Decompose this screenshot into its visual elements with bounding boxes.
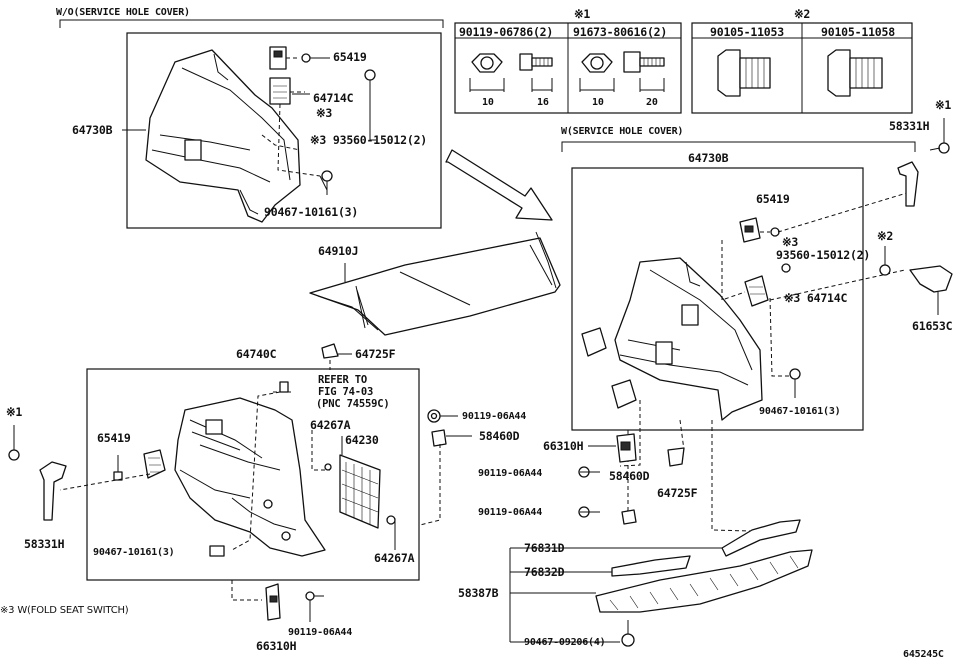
label-64267A-bottom: 64267A <box>374 551 415 565</box>
inset-box-w-service-hole <box>571 167 864 431</box>
scuff-plate-76831D <box>721 519 801 557</box>
clip-58460D-mid <box>431 429 447 447</box>
label-mark1-right: ※1 <box>935 98 952 112</box>
label-58460D-mid: 58460D <box>479 429 520 443</box>
clip-64725F-top <box>321 343 339 359</box>
label-64725F-low: 64725F <box>657 486 698 500</box>
clip-65419-right <box>739 217 780 243</box>
label-65419-left: 65419 <box>97 431 131 445</box>
label-76831D: 76831D <box>524 541 565 555</box>
bracket-61653C <box>879 246 953 315</box>
label-fold-seat-note: ※3 W(FOLD SEAT SWITCH) <box>0 605 129 616</box>
bolt-90105-11053 <box>717 49 771 97</box>
label-mark2-right: ※2 <box>877 229 894 243</box>
screw-90467-top <box>321 170 333 195</box>
bracket-64714C-right <box>744 263 791 307</box>
bracket-64714C-top <box>269 69 376 140</box>
label-64910J: 64910J <box>318 244 359 258</box>
inset-bracket-w-service-hole <box>561 141 916 152</box>
screw-90467-right <box>789 368 801 398</box>
label-mark1-header: ※1 <box>574 7 591 21</box>
nut-90119-06786 <box>469 53 553 92</box>
label-90105-11053: 90105-11053 <box>710 25 784 39</box>
label-65419-right: 65419 <box>756 192 790 206</box>
label-58460D-low: 58460D <box>609 469 650 483</box>
nut-90119-mid <box>427 409 441 423</box>
label-76832D: 76832D <box>524 565 565 579</box>
label-mark3-right: ※3 <box>782 235 799 249</box>
quarter-trim-panel-64730B-right <box>614 257 763 421</box>
clip-64725F-low <box>667 447 685 467</box>
inset-bracket-wo-service-hole <box>59 19 444 28</box>
dim-10-b: 10 <box>592 97 604 108</box>
bolt-91673-80616 <box>579 51 665 92</box>
label-64730B-left: 64730B <box>72 123 113 137</box>
label-93560-top: ※3 93560-15012(2) <box>310 133 428 147</box>
label-figure-code: 645245C <box>903 649 944 660</box>
label-90105-11058: 90105-11058 <box>821 25 895 39</box>
bracket-58331H-right <box>897 118 950 207</box>
label-65419-top: 65419 <box>333 50 367 64</box>
label-90467-right: 90467-10161(3) <box>759 406 841 417</box>
label-64730B-right: 64730B <box>688 151 729 165</box>
label-mark2-header: ※2 <box>794 7 811 21</box>
bolt-90105-11058 <box>827 49 883 97</box>
label-90467-top: 90467-10161(3) <box>264 205 359 219</box>
label-90119-06786: 90119-06786(2) <box>459 25 554 39</box>
label-90119-mid: 90119-06A44 <box>462 411 527 422</box>
label-66310H-bottom: 66310H <box>256 639 297 653</box>
label-wo-service-hole: W/O(SERVICE HOLE COVER) <box>56 7 190 18</box>
label-91673-80616: 91673-80616(2) <box>573 25 668 39</box>
label-66310H-mid: 66310H <box>543 439 584 453</box>
label-90119-a: 90119-06A44 <box>478 468 543 479</box>
label-58387B: 58387B <box>458 586 499 600</box>
label-64740C: 64740C <box>236 347 277 361</box>
net-64230 <box>339 454 381 529</box>
label-64725F-top: 64725F <box>355 347 396 361</box>
clip-65419-left <box>113 449 166 481</box>
label-refer-pnc: (PNC 74559C) <box>316 398 390 410</box>
label-90119-bottom: 90119-06A44 <box>288 627 353 638</box>
label-58331H-right: 58331H <box>889 119 930 133</box>
label-refer-to: REFER TO <box>318 374 367 386</box>
label-refer-fig: FIG 74-03 <box>318 386 374 398</box>
label-90119-b: 90119-06A44 <box>478 507 543 518</box>
clip-65419-top <box>269 46 311 70</box>
label-93560-right: 93560-15012(2) <box>776 248 871 262</box>
inset-box-64740C <box>86 368 420 581</box>
clip-90467-09206 <box>621 620 635 647</box>
bracket-58331H-left <box>8 425 67 521</box>
label-64230: 64230 <box>345 433 379 447</box>
quarter-trim-panel-64730B-left <box>145 49 301 223</box>
label-mark3-top: ※3 <box>316 106 333 120</box>
label-w-service-hole: W(SERVICE HOLE COVER) <box>561 126 684 137</box>
label-64267A-top: 64267A <box>310 418 351 432</box>
label-90467-left: 90467-10161(3) <box>93 547 175 558</box>
clip-58460D-low <box>621 509 637 525</box>
label-mark1-left: ※1 <box>6 405 23 419</box>
dim-16: 16 <box>537 97 549 108</box>
dim-20: 20 <box>646 97 658 108</box>
tonneau-cover-64910J <box>309 231 561 336</box>
service-hole-covers <box>581 327 637 409</box>
label-64714C-right: ※3 64714C <box>784 291 848 305</box>
label-90467-09206: 90467-09206(4) <box>524 637 606 648</box>
scuff-plate-76832D <box>611 555 691 577</box>
direction-arrow <box>445 149 553 221</box>
label-64714C-top: 64714C <box>313 91 354 105</box>
dim-10-a: 10 <box>482 97 494 108</box>
quarter-trim-panel-64740C <box>174 397 326 557</box>
bolt-90119-bottom <box>305 591 324 622</box>
scuff-plate-58387B <box>595 549 813 613</box>
label-61653C: 61653C <box>912 319 953 333</box>
label-58331H-left: 58331H <box>24 537 65 551</box>
clip-90467-left <box>209 545 225 557</box>
clip-66310H-mid <box>616 433 637 463</box>
clip-66310H-bottom <box>265 583 281 621</box>
